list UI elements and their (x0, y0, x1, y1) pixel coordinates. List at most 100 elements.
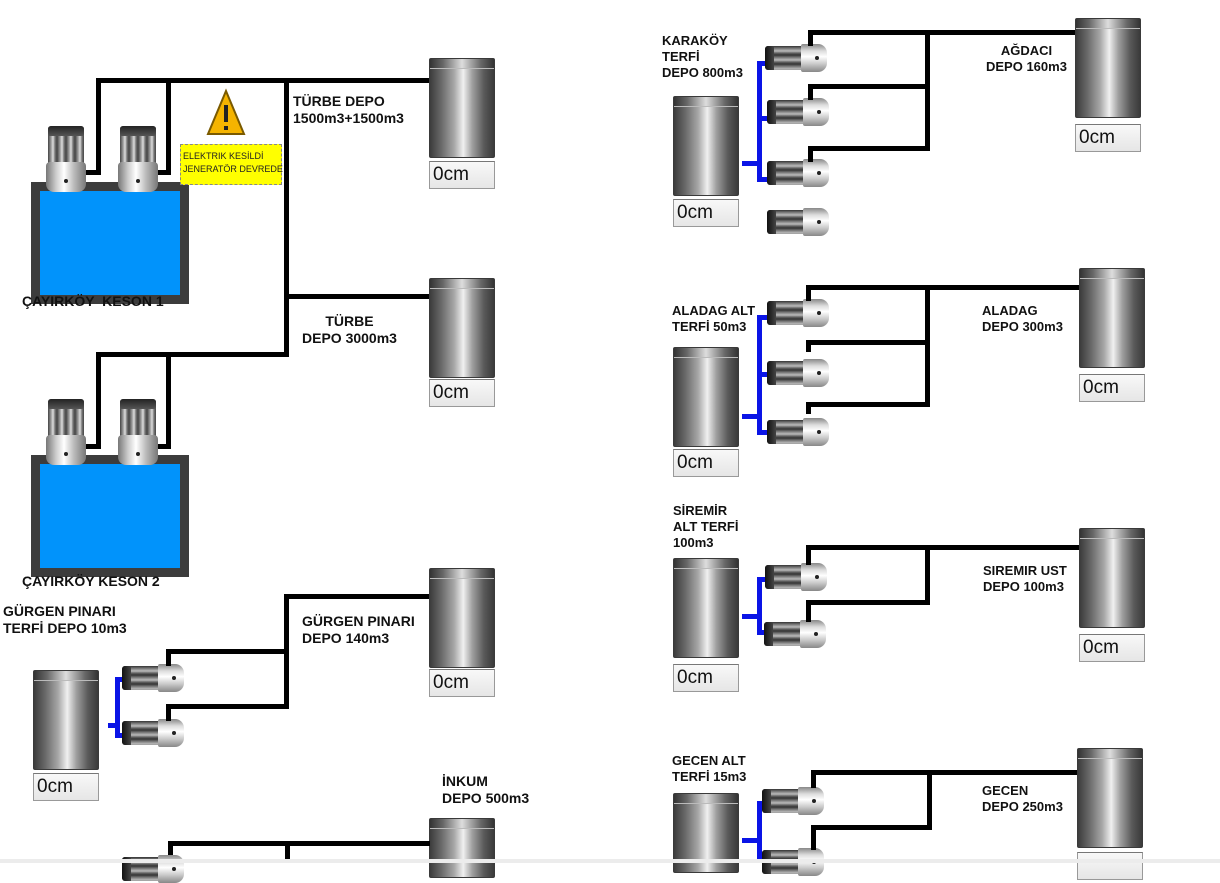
pipe (806, 600, 811, 622)
siremir-depo-label: SIREMIR UST DEPO 100m3 (983, 563, 1067, 594)
aladag-terfi-label: ALADAG ALT TERFİ 50m3 (672, 303, 756, 334)
pipe (166, 704, 171, 721)
suction-pipe (757, 372, 767, 377)
pump-icon[interactable] (767, 208, 829, 236)
turbe-1500-tank[interactable] (429, 58, 495, 158)
pipe (284, 294, 430, 299)
pump-icon[interactable] (122, 664, 184, 692)
pump-icon[interactable] (118, 126, 158, 192)
gurgen-terfi-level: 0cm (33, 773, 99, 801)
gecen-depo-tank[interactable] (1077, 748, 1143, 848)
pipe (808, 30, 1075, 35)
gurgen-terfi-label: GÜRGEN PINARI TERFİ DEPO 10m3 (3, 603, 127, 636)
suction-pipe (757, 116, 767, 121)
pipe (811, 825, 816, 850)
agdaci-depo-label: AĞDACI DEPO 160m3 (986, 43, 1067, 74)
pump-icon[interactable] (767, 299, 829, 327)
keson-2-label: ÇAYIRKÖY KESON 2 (22, 573, 160, 589)
pipe (808, 84, 930, 89)
pipe (156, 170, 170, 175)
pipe (156, 444, 170, 449)
pump-icon[interactable] (122, 719, 184, 747)
suction-pipe (757, 630, 767, 635)
pump-icon[interactable] (765, 563, 827, 591)
pipe (806, 545, 1080, 550)
gurgen-depo-tank[interactable] (429, 568, 495, 668)
pump-icon[interactable] (46, 126, 86, 192)
pipe (806, 402, 930, 407)
gecen-depo-label: GECEN DEPO 250m3 (982, 783, 1063, 814)
suction-pipe (115, 677, 120, 737)
pump-icon[interactable] (767, 418, 829, 446)
suction-pipe (115, 677, 125, 682)
pipe (285, 841, 290, 861)
pump-icon[interactable] (767, 359, 829, 387)
pipe (811, 770, 1078, 775)
suction-pipe (742, 838, 762, 843)
siremir-depo-tank[interactable] (1079, 528, 1145, 628)
karakoy-terfi-label: KARAKÖY TERFİ DEPO 800m3 (662, 33, 743, 80)
pump-icon[interactable] (767, 159, 829, 187)
agdaci-depo-level: 0cm (1075, 124, 1141, 152)
suction-pipe (757, 61, 762, 182)
pump-icon[interactable] (762, 787, 824, 815)
pipe (808, 146, 813, 162)
turbe-1500-label: TÜRBE DEPO 1500m3+1500m3 (293, 93, 404, 126)
pipe (806, 285, 1080, 290)
suction-pipe (115, 733, 125, 738)
pump-icon[interactable] (765, 44, 827, 72)
siremir-terfi-level: 0cm (673, 664, 739, 692)
karakoy-terfi-tank[interactable] (673, 96, 739, 196)
keson-2-tank[interactable] (31, 455, 189, 577)
gurgen-terfi-tank[interactable] (33, 670, 99, 770)
pipe (96, 78, 101, 175)
suction-pipe (757, 801, 762, 863)
siremir-terfi-tank[interactable] (673, 558, 739, 658)
inkum-depo-tank[interactable] (429, 818, 495, 878)
pipe (284, 78, 289, 356)
pump-icon[interactable] (764, 620, 826, 648)
suction-pipe (757, 177, 767, 182)
turbe-3000-tank[interactable] (429, 278, 495, 378)
turbe-3000-level: 0cm (429, 379, 495, 407)
pipe (96, 78, 430, 83)
inkum-depo-label: İNKUM DEPO 500m3 (442, 773, 530, 806)
gurgen-depo-label: GÜRGEN PINARI DEPO 140m3 (302, 613, 415, 646)
gecen-depo-level (1077, 852, 1143, 880)
keson-1-tank[interactable] (31, 182, 189, 304)
pipe (806, 402, 811, 414)
pipe (166, 649, 288, 654)
pipe (85, 170, 99, 175)
pipe (811, 770, 816, 788)
pipe (166, 78, 171, 175)
pipe (806, 600, 930, 605)
suction-pipe (742, 414, 762, 419)
pipe (808, 146, 930, 151)
suction-pipe (757, 315, 767, 320)
bottom-bar (0, 859, 1220, 863)
pipe (85, 444, 99, 449)
pipe (166, 352, 171, 449)
pipe (925, 545, 930, 605)
pipe (808, 30, 813, 46)
siremir-terfi-label: SİREMİR ALT TERFİ 100m3 (673, 503, 739, 550)
aladag-terfi-tank[interactable] (673, 347, 739, 447)
warning-triangle-icon (206, 88, 246, 135)
pipe (927, 770, 932, 830)
agdaci-depo-tank[interactable] (1075, 18, 1141, 118)
suction-pipe (108, 723, 120, 728)
pump-icon[interactable] (46, 399, 86, 465)
pipe (925, 30, 930, 151)
suction-pipe (757, 430, 767, 435)
aladag-terfi-level: 0cm (673, 449, 739, 477)
pump-icon[interactable] (118, 399, 158, 465)
aladag-depo-tank[interactable] (1079, 268, 1145, 368)
pipe (806, 545, 811, 565)
pipe (925, 285, 930, 407)
pump-icon[interactable] (767, 98, 829, 126)
pipe (806, 340, 930, 345)
pipe (806, 340, 811, 352)
pipe (811, 825, 932, 830)
suction-pipe (757, 577, 762, 634)
gecen-terfi-label: GECEN ALT TERFİ 15m3 (672, 753, 747, 784)
